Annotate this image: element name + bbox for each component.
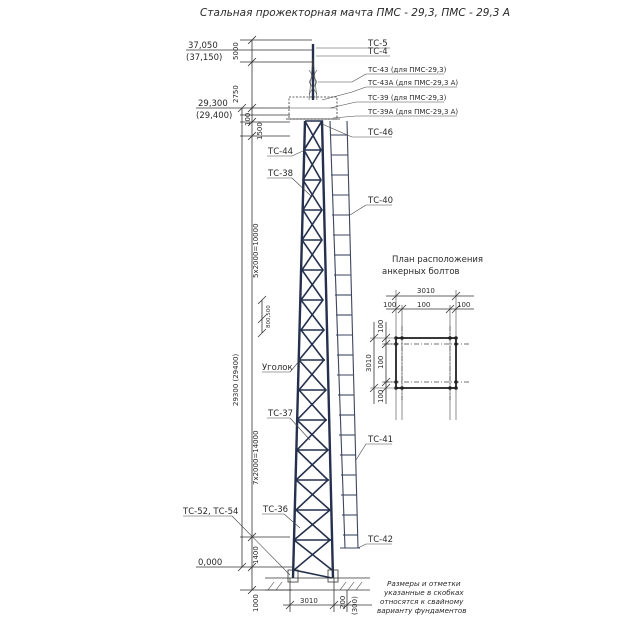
elevation-top: 37,050	[188, 41, 218, 51]
footnote: Размеры и отметки указанные в скобках от…	[377, 579, 467, 615]
base-dimensions	[283, 578, 372, 612]
callout-tc37: ТС-37	[267, 409, 293, 419]
dim-5x2000: 5х2000=10000	[252, 223, 260, 278]
elevation-top-mark: 37,050 (37,150)	[186, 41, 312, 63]
note-line4: варианту фундаментов	[377, 606, 467, 615]
callout-tc43: ТС-43 (для ПМС-29,3)	[367, 66, 447, 74]
plan-dim-top-mid: 100	[417, 301, 430, 309]
plan-dim-side-bottom: 100	[377, 390, 385, 403]
elevation-top-alt: (37,150)	[186, 53, 222, 63]
plan-title-line2: анкерных болтов	[382, 267, 460, 277]
callout-tc36: ТС-36	[262, 505, 288, 515]
elevation-ground: 0,000	[198, 558, 222, 568]
elevation-platform: 29,300	[198, 99, 228, 109]
callout-leaders-right	[316, 47, 457, 549]
dim-100: 100	[244, 113, 252, 126]
vertical-dimension-chain	[237, 35, 312, 595]
drawing-title: Стальная прожекторная мачта ПМС - 29,3, …	[200, 7, 510, 19]
callout-tc42: ТС-42	[367, 535, 393, 545]
callout-tc41: ТС-41	[367, 435, 393, 445]
dim-7x2000: 7х2000=14000	[252, 430, 260, 485]
plan-dim-top-left: 100	[383, 301, 396, 309]
callout-tc4: ТС-4	[367, 47, 388, 57]
elevation-platform-mark: 29,300 (29,400)	[196, 99, 290, 121]
anchor-bolt-plan: План расположения анкерных болтов 3010 1…	[365, 255, 483, 420]
callout-tc46: ТС-46	[367, 128, 393, 138]
dim-base-width: 3010	[300, 597, 318, 605]
callout-leaders-left	[183, 149, 312, 576]
plan-dim-side-mid-small: 100	[377, 356, 385, 369]
elevation-ground-mark: 0,000	[196, 558, 292, 568]
plan-dim-side-top: 100	[377, 320, 385, 333]
callout-tc44: ТС-44	[267, 147, 293, 157]
plan-title-line1: План расположения	[392, 255, 483, 265]
plan-dim-top-right: 100	[457, 301, 470, 309]
dim-5000: 5000	[232, 42, 240, 60]
plan-dim-side-mid: 3010	[365, 354, 373, 372]
callout-tc52: ТС-52, ТС-54	[182, 507, 238, 517]
plan-overall: 3010	[417, 287, 435, 295]
elevation-platform-alt: (29,400)	[196, 111, 232, 121]
callout-tc39: ТС-39 (для ПМС-29,3)	[367, 94, 447, 102]
dim-200: 200	[339, 596, 347, 609]
callout-ugolok: Уголок	[262, 363, 293, 373]
dim-29300: 29300 (29400)	[232, 354, 240, 406]
callout-tc39a: ТС-39А (для ПМС-29,3 А)	[367, 108, 458, 116]
dim-2750: 2750	[232, 85, 240, 103]
note-line3: относятся к свайному	[380, 597, 464, 606]
callout-tc38: ТС-38	[267, 169, 293, 179]
dim-1500: 1500	[256, 122, 264, 140]
mast-tower	[265, 44, 370, 591]
dim-1400: 1400	[252, 546, 260, 564]
note-line2: указанные в скобках	[383, 588, 464, 597]
callout-tc5: ТС-5	[367, 39, 388, 49]
note-line1: Размеры и отметки	[387, 579, 461, 588]
dim-300: (300)	[351, 596, 359, 615]
callout-tc40: ТС-40	[367, 196, 393, 206]
dim-1000: 1000	[252, 594, 260, 612]
callout-tc43a: ТС-43А (для ПМС-29,3 А)	[367, 79, 458, 87]
dim-800-500: 800,500	[266, 305, 272, 328]
